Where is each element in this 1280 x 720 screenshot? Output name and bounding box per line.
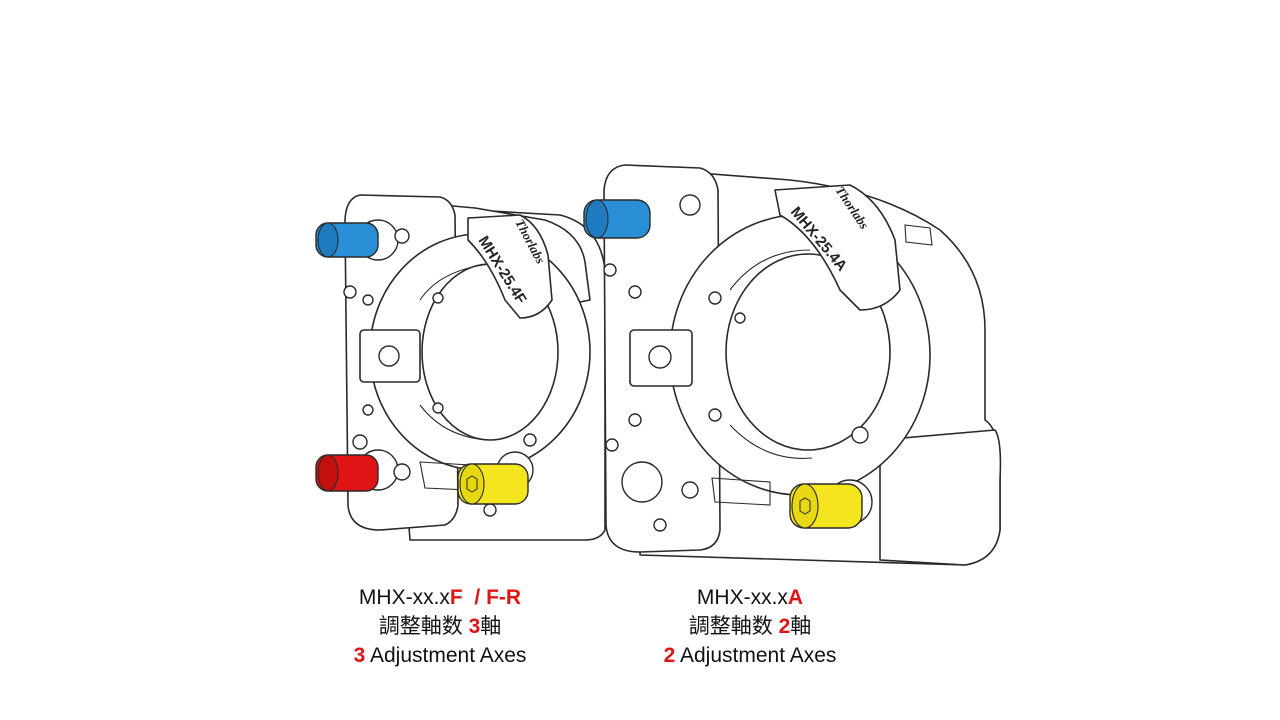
mount-f-hole [432, 402, 444, 414]
mount-f: MHX-25.4F Thorlabs [315, 194, 606, 541]
mount-a-hole [734, 312, 746, 324]
mount-f-clamp-hole [378, 345, 400, 367]
mount-a-hole [628, 285, 642, 299]
caption-mount-a: MHX-xx.xA 調整軸数 2軸 2 Adjustment Axes [600, 583, 900, 670]
caption-en-suffix: Adjustment Axes [365, 644, 527, 667]
mount-a-hole [681, 481, 699, 499]
caption-jp-suffix: 軸 [480, 615, 502, 638]
mount-a-hole [603, 263, 617, 277]
mount-f-hole [362, 404, 374, 416]
mount-f-hole [362, 294, 374, 306]
caption-en-count: 2 [663, 644, 676, 667]
mount-a: MHX-25.4A Thorlabs [583, 164, 1002, 566]
caption-model-prefix: MHX-xx.x [696, 586, 788, 609]
mount-f-hole [343, 285, 357, 299]
mount-a-hole [851, 426, 869, 444]
caption-mount-f: MHX-xx.xF / F-R 調整軸数 3軸 3 Adjustment Axe… [290, 583, 590, 670]
mount-a-flexure-arm [774, 184, 901, 311]
mount-a-adjuster-blue [583, 199, 651, 239]
mount-f-hole [352, 434, 368, 450]
mount-a-hole [653, 518, 667, 532]
mount-f-adjuster-yellow [457, 463, 529, 505]
caption-jp-suffix: 軸 [790, 615, 812, 638]
caption-en-line: 2 Adjustment Axes [600, 641, 900, 670]
mount-a-hole [708, 291, 722, 305]
mount-a-hole [628, 413, 642, 427]
mount-a-hole [708, 408, 722, 422]
caption-jp-line: 調整軸数 3軸 [290, 612, 590, 641]
mount-a-adjuster-yellow [789, 483, 863, 529]
caption-en-suffix: Adjustment Axes [675, 644, 837, 667]
caption-model-line: MHX-xx.xA [600, 583, 900, 612]
mount-a-side-block [879, 429, 1002, 566]
mount-f-hole [432, 292, 444, 304]
caption-jp-line: 調整軸数 2軸 [600, 612, 900, 641]
mount-a-hole [605, 438, 619, 452]
mount-f-hole [394, 228, 410, 244]
caption-jp-prefix: 調整軸数 [688, 615, 779, 638]
mount-a-hole [621, 461, 663, 503]
caption-en-line: 3 Adjustment Axes [290, 641, 590, 670]
caption-jp-count: 2 [778, 615, 791, 638]
mount-f-adjuster-red [315, 454, 379, 492]
caption-model-suffix: F / F-R [449, 586, 522, 609]
mount-f-hole [393, 463, 411, 481]
caption-model-suffix: A [787, 586, 804, 609]
mount-f-flexure-arm [467, 214, 553, 319]
mount-f-hole [523, 433, 537, 447]
mount-a-hole [679, 194, 701, 216]
mount-f-hole [483, 503, 497, 517]
mount-f-adjuster-blue [315, 222, 379, 258]
caption-en-count: 3 [353, 644, 366, 667]
caption-model-prefix: MHX-xx.x [358, 586, 450, 609]
caption-jp-count: 3 [468, 615, 481, 638]
caption-model-line: MHX-xx.xF / F-R [290, 583, 590, 612]
caption-jp-prefix: 調整軸数 [378, 615, 469, 638]
mount-a-clamp-hole [648, 345, 672, 369]
mount-a-ring-inner [725, 253, 891, 451]
